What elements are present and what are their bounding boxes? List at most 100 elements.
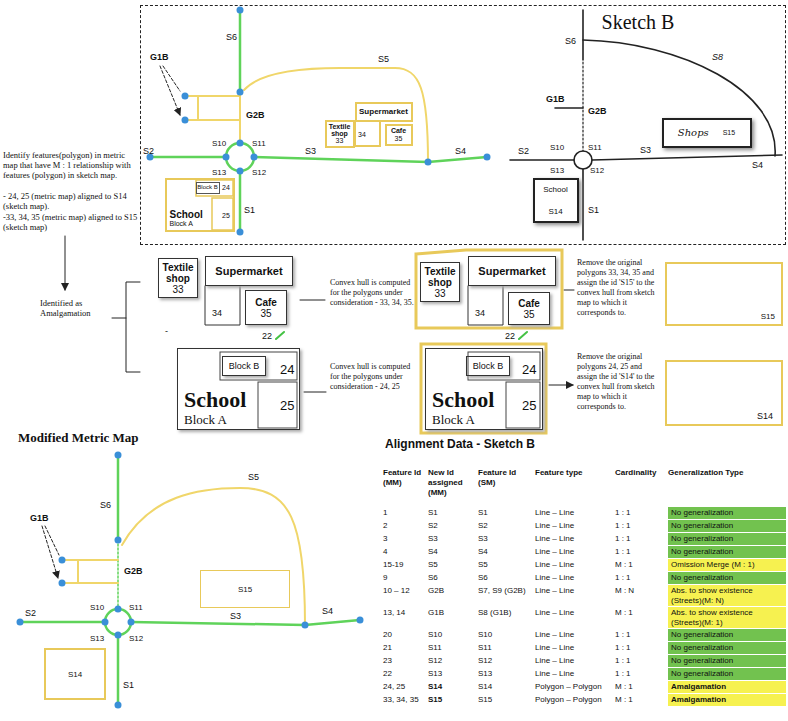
note-text: - 24, 25 (metric map) aligned to S14 (sk…: [3, 191, 139, 211]
shop-polygon: Cafe35: [508, 292, 550, 325]
node-text: Block A: [170, 220, 193, 228]
table-header: Feature Id (MM): [383, 468, 426, 488]
table-cell: S8 (G1B): [478, 608, 533, 618]
map-label: S10: [90, 603, 104, 612]
node-text: Sketch B: [602, 10, 675, 34]
node-text: Block A: [184, 412, 227, 427]
map-label: 34: [475, 308, 485, 318]
table-title: Alignment Data - Sketch B: [385, 437, 535, 451]
table-cell: 33, 34, 35: [383, 695, 426, 705]
map-label: S3: [305, 146, 316, 156]
building-polygon: Block B: [222, 356, 266, 376]
table-cell: No generalization: [668, 520, 786, 532]
table-cell: 1 : 1: [615, 547, 666, 557]
table-cell: Line – Line: [535, 656, 613, 666]
table-cell: 10 – 12: [383, 586, 426, 596]
table-cell: S1: [428, 508, 476, 518]
node-text: Supermarket: [478, 265, 545, 278]
map-label: 25: [522, 398, 536, 414]
table-cell: S12: [428, 656, 476, 666]
table-cell: 1 : 1: [615, 534, 666, 544]
node-text: School: [184, 388, 246, 412]
table-cell: 2: [383, 521, 426, 531]
map-label: -: [165, 326, 168, 336]
table-cell: No generalization: [668, 642, 786, 654]
table-cell: S3: [428, 534, 476, 544]
map-label: S13: [550, 166, 564, 175]
note-text: Convex hull is computed for the polygons…: [330, 362, 414, 392]
map-label: S5: [378, 54, 389, 64]
table-cell: S13: [428, 669, 476, 679]
map-label: S1: [588, 205, 599, 215]
map-label: S5: [248, 472, 259, 482]
table-cell: No generalization: [668, 533, 786, 545]
building-polygon: SchoolBlock ABlock B: [425, 348, 543, 430]
node-text: S14: [548, 207, 562, 216]
node-text: Block A: [432, 412, 475, 427]
table-cell: Line – Line: [535, 534, 613, 544]
map-label: S6: [226, 32, 237, 42]
node-text: Block B: [473, 361, 504, 371]
table-cell: Line – Line: [535, 547, 613, 557]
table-cell: S4: [428, 547, 476, 557]
table-cell: Line – Line: [535, 586, 613, 596]
map-label: S1: [123, 680, 134, 690]
shop-polygon: Supermarket: [205, 256, 293, 286]
table-cell: 9: [383, 573, 426, 583]
table-cell: Line – Line: [535, 643, 613, 653]
node-text: School: [170, 209, 203, 220]
table-cell: No generalization: [668, 572, 786, 584]
shop-polygon: Supermarket: [468, 256, 556, 286]
building-polygon: Block B: [196, 182, 220, 194]
table-cell: S5: [478, 560, 533, 570]
table-cell: 1 : 1: [615, 656, 666, 666]
map-label: 24: [522, 362, 536, 378]
table-cell: 21: [383, 643, 426, 653]
shop-polygon: Supermarket: [355, 102, 413, 122]
map-label: S3: [640, 145, 651, 155]
shop-polygon: Textile shop33: [158, 258, 198, 298]
map-label: S13: [212, 168, 226, 177]
table-cell: S14: [428, 682, 476, 692]
table-cell: S15: [428, 695, 476, 705]
section-heading: Modified Metric Map: [18, 430, 139, 446]
building-polygon: Block B: [466, 356, 510, 376]
table-cell: S10: [428, 630, 476, 640]
node-text: 35: [395, 135, 403, 143]
table-cell: S12: [478, 656, 533, 666]
table-cell: Omission Merge (M : 1): [668, 559, 786, 571]
map-label: S6: [565, 36, 576, 46]
node-text: S14: [68, 670, 82, 679]
map-label: G1B: [30, 513, 49, 523]
node-text: School: [543, 185, 567, 194]
table-header: New Id assigned (MM): [428, 468, 476, 498]
map-label: S10: [212, 139, 226, 148]
table-cell: Amalgamation: [668, 681, 786, 693]
table-cell: 15-19: [383, 560, 426, 570]
table-cell: No generalization: [668, 655, 786, 667]
map-label: S8: [712, 52, 723, 62]
table-cell: No generalization: [668, 629, 786, 641]
table-header: Generalization Type: [668, 468, 784, 478]
node-text: S14: [757, 411, 773, 421]
table-cell: 1 : 1: [615, 643, 666, 653]
table-cell: 24, 25: [383, 682, 426, 692]
table-cell: S13: [478, 669, 533, 679]
note-text: Remove the original polygons 24, 25 and …: [577, 352, 663, 412]
node-text: Supermarket: [359, 107, 408, 116]
table-cell: 1 : 1: [615, 508, 666, 518]
node-text: Cafe: [255, 297, 277, 308]
table-cell: S6: [478, 573, 533, 583]
map-label: 24: [222, 184, 230, 192]
map-label: S13: [90, 634, 104, 643]
node-text: Block B: [197, 184, 217, 191]
note-text: Identify features(polygon) in metric map…: [3, 150, 139, 180]
table-cell: 1 : 1: [615, 669, 666, 679]
table-cell: G2B: [428, 586, 476, 596]
table-header: Feature type: [535, 468, 613, 478]
table-cell: 23: [383, 656, 426, 666]
map-label: S4: [322, 606, 333, 616]
table-cell: No generalization: [668, 546, 786, 558]
table-cell: S15: [478, 695, 533, 705]
